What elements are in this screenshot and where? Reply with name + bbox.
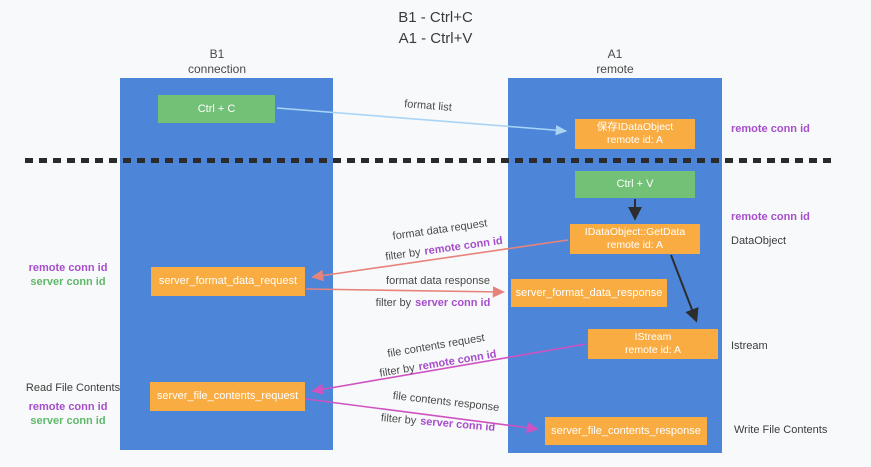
title-line-2: A1 - Ctrl+V	[398, 30, 473, 47]
left-conn-id-block-1: remote conn id server conn id	[18, 261, 118, 289]
file-request-label: server_file_contents_request	[156, 390, 299, 402]
server-file-contents-response-box: server_file_contents_response	[545, 417, 707, 445]
server-format-data-response-box: server_format_data_response	[511, 279, 667, 307]
remote-conn-id-annotation-mid: remote conn id	[731, 211, 810, 223]
file-response-label: server_file_contents_response	[551, 424, 701, 437]
arrow-file-request	[311, 343, 587, 395]
arrow-format-list	[276, 107, 568, 136]
left-remote-conn-id-1: remote conn id	[28, 262, 108, 274]
dashed-divider	[25, 158, 837, 163]
lane-a1-name: A1	[607, 47, 623, 61]
format-response-label: server_format_data_response	[515, 286, 663, 299]
read-file-contents-annotation: Read File Contents	[25, 382, 121, 394]
arrow-getdata-to-istream	[670, 254, 699, 323]
left-server-conn-id-1: server conn id	[30, 276, 106, 288]
left-remote-conn-id-2: remote conn id	[28, 401, 108, 413]
istream-line2: remote id: A	[624, 344, 682, 356]
lane-b1-role: connection	[187, 62, 247, 76]
ctrl-v-label: Ctrl + V	[616, 178, 654, 190]
save-idataobject-line1: 保存IDataObject	[596, 121, 674, 133]
idataobject-getdata-box: IDataObject::GetData remote id: A	[570, 224, 700, 254]
lane-a1-role: remote	[596, 62, 634, 76]
diagram-title: B1 - Ctrl+C A1 - Ctrl+V	[0, 7, 871, 49]
istream-annotation: Istream	[731, 340, 768, 352]
format-request-label: server_format_data_request	[158, 275, 298, 287]
remote-conn-id-annotation-top: remote conn id	[731, 123, 810, 135]
ctrl-v-box: Ctrl + V	[575, 171, 695, 198]
getdata-line2: remote id: A	[606, 239, 664, 251]
format-response-filter-prefix: filter by	[375, 297, 412, 309]
ctrl-c-box: Ctrl + C	[158, 95, 275, 123]
format-response-filter-key: server conn id	[415, 297, 491, 309]
ctrl-c-label: Ctrl + C	[197, 102, 236, 115]
save-idataobject-box: 保存IDataObject remote id: A	[575, 119, 695, 149]
getdata-line1: IDataObject::GetData	[584, 226, 686, 238]
write-file-contents-annotation: Write File Contents	[734, 424, 828, 436]
title-line-1: B1 - Ctrl+C	[398, 9, 473, 26]
istream-box: IStream remote id: A	[588, 329, 718, 359]
server-file-contents-request-box: server_file_contents_request	[150, 382, 305, 411]
server-format-data-request-box: server_format_data_request	[151, 267, 305, 296]
left-server-conn-id-2: server conn id	[30, 415, 106, 427]
lane-b1-name: B1	[209, 47, 225, 61]
save-idataobject-line2: remote id: A	[606, 134, 664, 146]
arrow-format-response	[305, 286, 505, 298]
arrow-file-response	[305, 398, 539, 434]
arrow-format-request	[311, 239, 569, 282]
left-conn-id-block-2: remote conn id server conn id	[18, 400, 118, 428]
istream-line1: IStream	[634, 331, 672, 343]
dataobject-annotation: DataObject	[731, 235, 787, 247]
lane-header-b1: B1 connection	[117, 47, 317, 77]
lane-header-a1: A1 remote	[508, 47, 722, 77]
format-response-flow-label: format data response	[386, 275, 490, 287]
